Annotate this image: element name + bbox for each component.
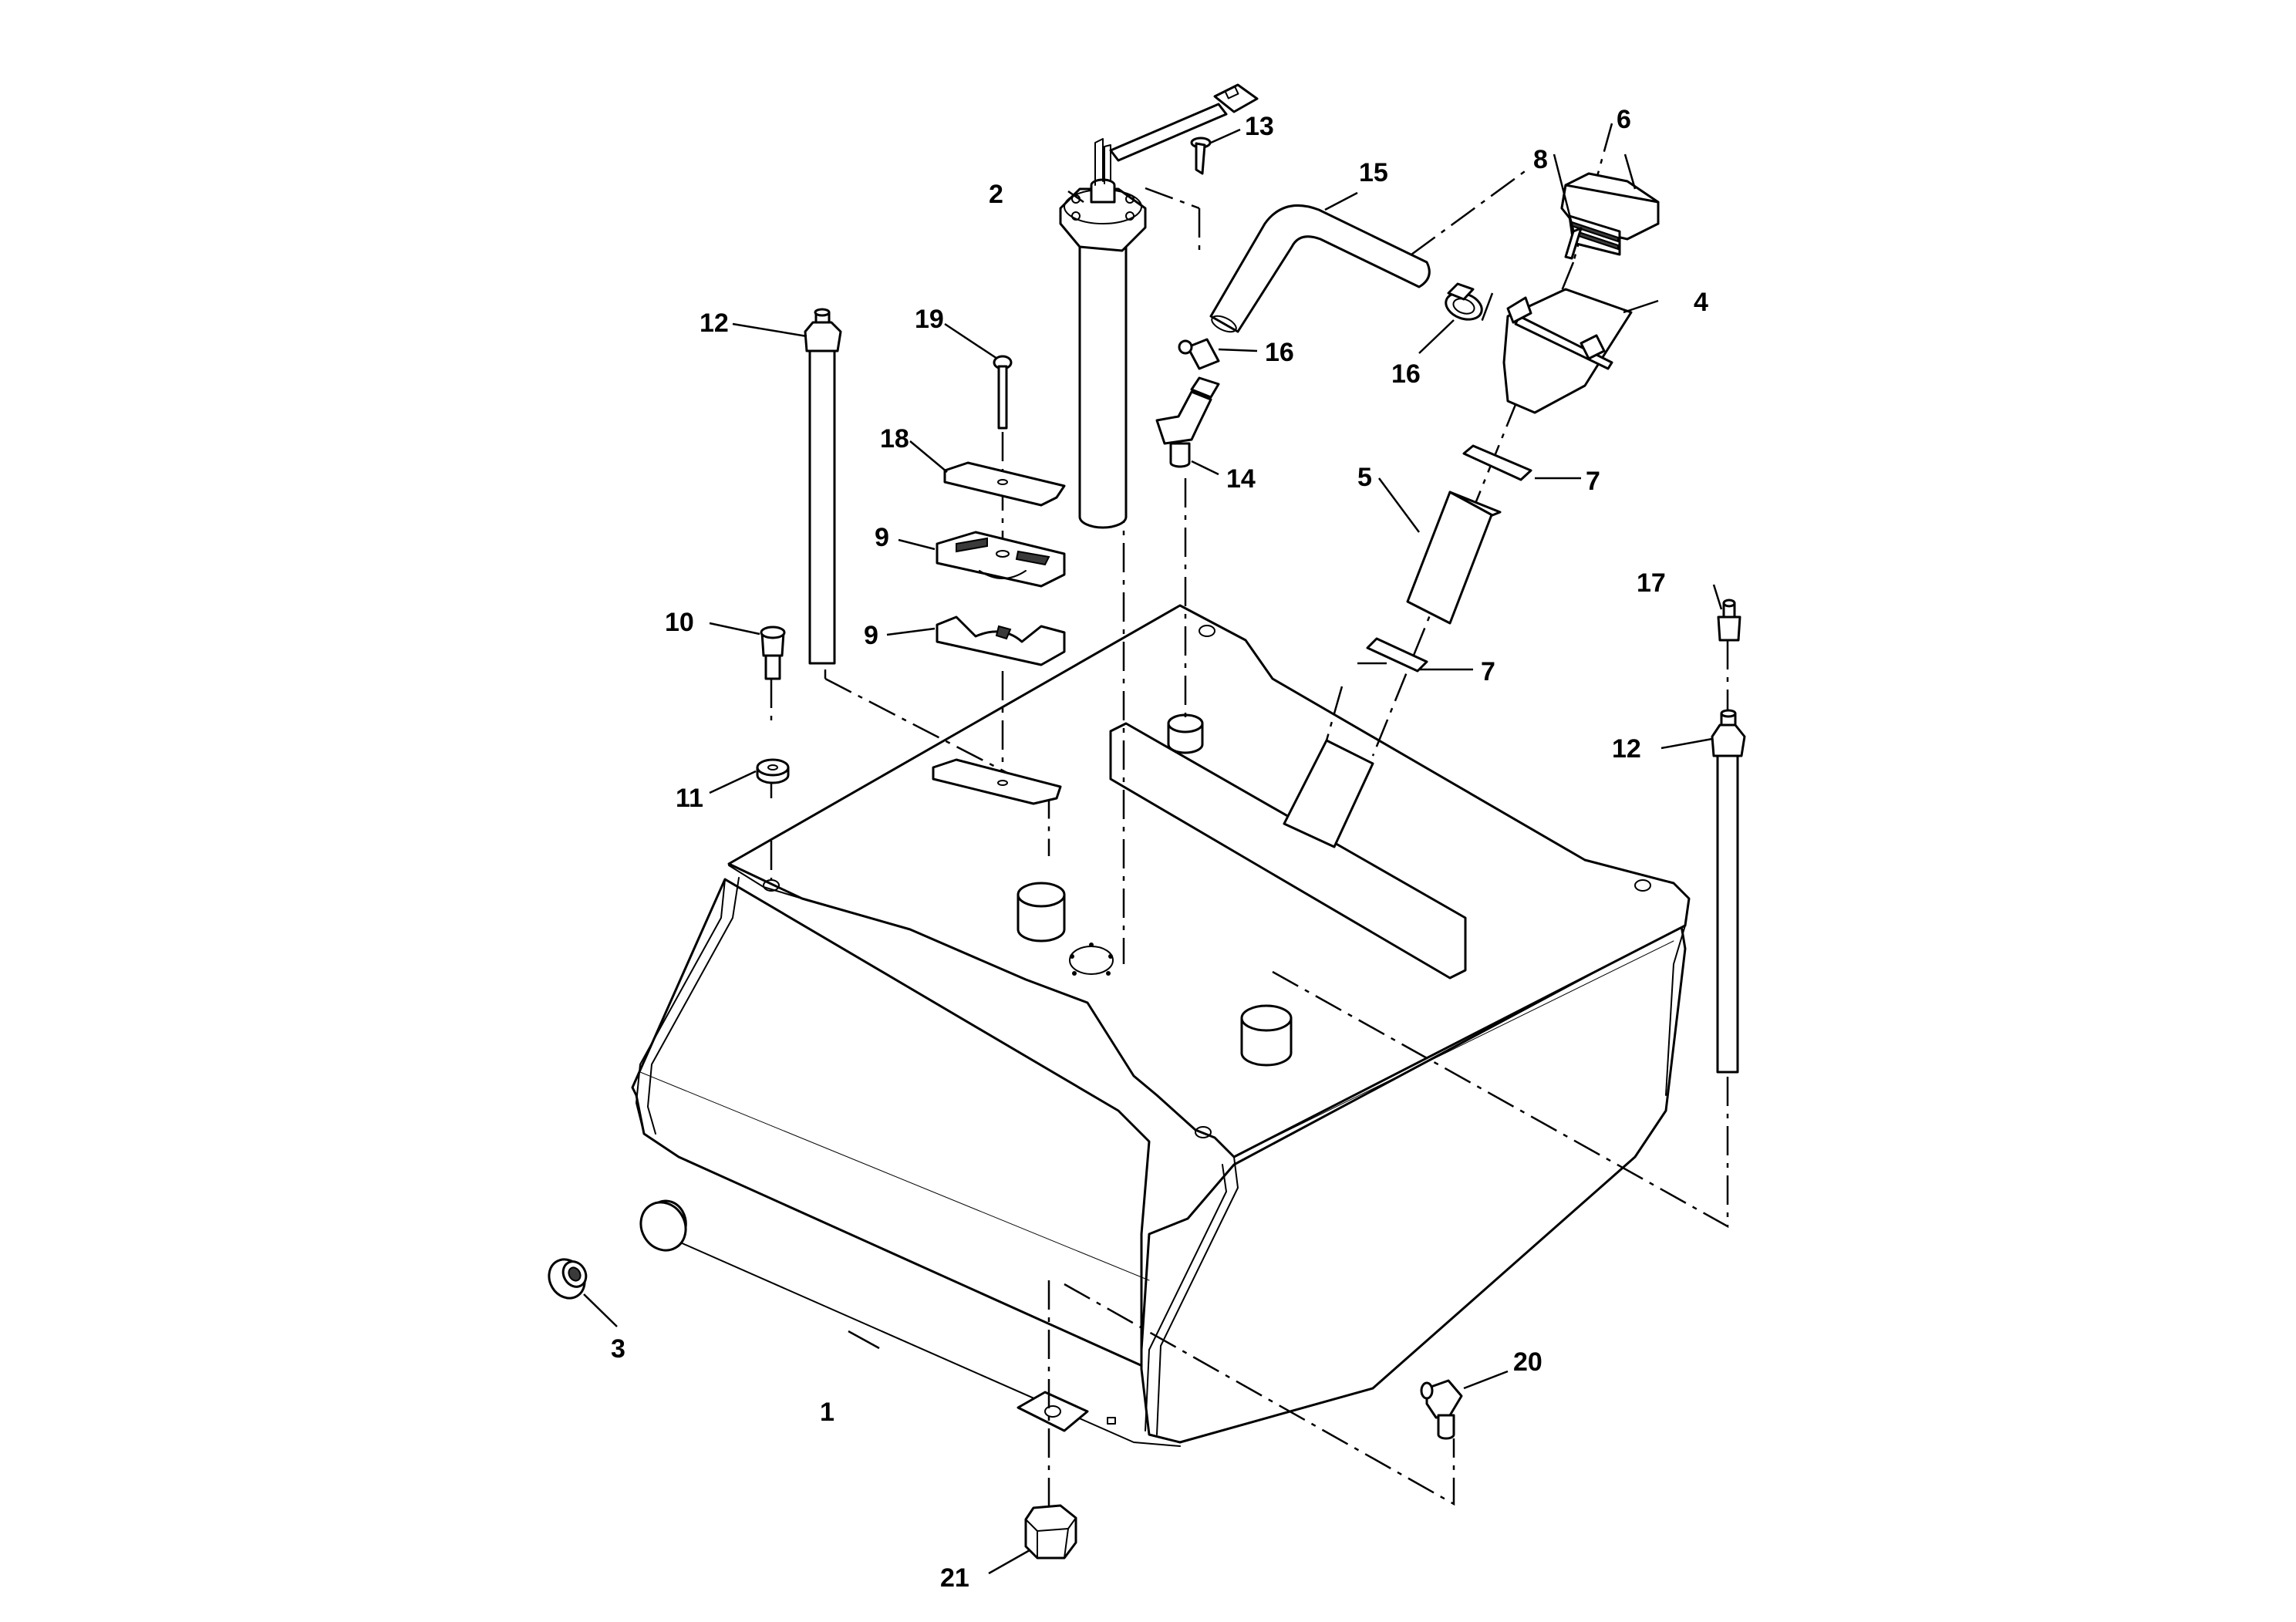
tank-boss-right xyxy=(1240,1004,1293,1067)
washer-11 xyxy=(756,758,790,784)
callout-labels: 1 2 3 4 5 6 7 7 8 9 9 10 11 12 12 13 14 … xyxy=(611,105,1708,1593)
fitting-17 xyxy=(1717,599,1741,642)
callout-8: 8 xyxy=(1533,145,1548,174)
fuel-level-sender xyxy=(1059,83,1259,529)
callout-6: 6 xyxy=(1617,105,1631,134)
pin-8 xyxy=(1564,227,1583,260)
nut-21 xyxy=(1024,1504,1077,1560)
callout-2: 2 xyxy=(989,180,1003,209)
tank-side-boss xyxy=(639,1199,687,1252)
sensor-rod-right xyxy=(1711,709,1746,1074)
tank-boss-center xyxy=(1167,713,1204,754)
baffle-plate xyxy=(1109,722,1467,980)
clamp-9-lower xyxy=(936,615,1066,666)
clamp-9-upper xyxy=(936,531,1066,588)
callout-11: 11 xyxy=(676,784,703,813)
callout-1: 1 xyxy=(820,1398,834,1427)
drain-plug-3 xyxy=(548,1258,588,1300)
callout-7-upper: 7 xyxy=(1586,467,1600,496)
elbow-fitting-14 xyxy=(1155,376,1220,468)
filler-bracket-4 xyxy=(1502,288,1633,414)
callout-17: 17 xyxy=(1637,568,1666,598)
fuel-tank xyxy=(631,604,1691,1447)
callout-12-left: 12 xyxy=(700,309,729,338)
clamp-band-7-lower xyxy=(1366,637,1428,673)
sensor-rod-left xyxy=(804,308,842,665)
callout-5: 5 xyxy=(1357,463,1372,492)
callout-9-upper: 9 xyxy=(875,523,889,552)
bottom-plate xyxy=(1017,1391,1089,1432)
callout-9-lower: 9 xyxy=(864,621,878,650)
clamp-band-7-upper xyxy=(1462,444,1532,481)
callout-4: 4 xyxy=(1694,288,1708,317)
callout-12-right: 12 xyxy=(1612,734,1641,764)
filler-hose-5 xyxy=(1406,491,1502,625)
callout-13: 13 xyxy=(1245,112,1274,141)
callout-19: 19 xyxy=(915,305,944,334)
hose-clamp-16-right xyxy=(1445,282,1483,321)
filler-neck xyxy=(1283,739,1374,848)
leader-lines xyxy=(583,128,1723,1575)
hose-15 xyxy=(1209,204,1431,333)
callout-15: 15 xyxy=(1359,158,1388,187)
callout-10: 10 xyxy=(665,608,694,637)
callout-7-lower: 7 xyxy=(1481,657,1495,686)
bolt-19 xyxy=(993,355,1013,430)
callout-18: 18 xyxy=(880,424,909,454)
elbow-20 xyxy=(1420,1379,1463,1440)
bolt-10 xyxy=(760,626,786,680)
hose-clamp-16-left xyxy=(1178,338,1220,370)
callout-14: 14 xyxy=(1226,464,1256,494)
callout-16-right: 16 xyxy=(1391,359,1421,389)
callout-3: 3 xyxy=(611,1334,625,1364)
callout-20: 20 xyxy=(1513,1347,1542,1377)
bottom-clamp-plate xyxy=(932,758,1062,805)
tank-boss-left xyxy=(1017,882,1066,943)
callout-16-left: 16 xyxy=(1265,338,1294,367)
clamp-plate-18 xyxy=(943,461,1066,507)
screw-13 xyxy=(1190,137,1212,175)
filler-cap-6 xyxy=(1560,172,1660,256)
callout-21: 21 xyxy=(940,1563,969,1593)
